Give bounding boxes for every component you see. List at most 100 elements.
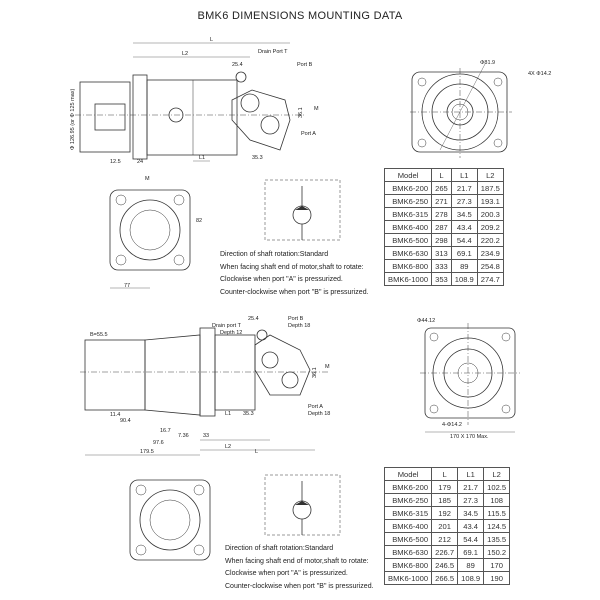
- table-cell: BMK6-315: [383, 207, 433, 221]
- label-port-a-depth: Depth 18: [308, 411, 330, 417]
- dim-diameter: Φ 126.95 (or Φ 125 max): [70, 88, 76, 150]
- table-cell: 43.4: [457, 519, 485, 533]
- table-cell: 115.5: [483, 506, 511, 520]
- dim-L1: L1: [199, 155, 205, 161]
- dim-4-14-2: 4-Φ14.2: [442, 422, 462, 428]
- table-cell: 43.4: [450, 220, 478, 234]
- table-cell: 179: [431, 480, 459, 494]
- bottom-front-view: Φ44.12 4-Φ14.2 170 X 170 Max.: [417, 318, 520, 440]
- table-cell: 226.7: [431, 545, 459, 559]
- bottom-hydraulic-symbol: [264, 474, 341, 536]
- dim-77: 77: [124, 283, 130, 289]
- table-header-cell: L1: [450, 168, 478, 182]
- rotation-notes-top: Direction of shaft rotation:Standard Whe…: [220, 249, 369, 299]
- bottom-end-view: [129, 479, 211, 561]
- table-cell: 108.9: [450, 272, 478, 286]
- table-cell: BMK6-315: [383, 506, 433, 520]
- note-line: Direction of shaft rotation:Standard: [220, 251, 329, 258]
- table-cell: 89: [457, 558, 485, 572]
- label-port-b-depth: Depth 18: [288, 323, 310, 329]
- table-header-cell: Model: [383, 168, 433, 182]
- note-line: When facing shaft end of motor,shaft to …: [220, 263, 364, 271]
- label-drain-port: Drain Port T: [258, 49, 288, 55]
- note-line: Counter-clockwise when port "B" is press…: [220, 288, 369, 296]
- top-front-view: Φ81.9 4X Φ14.2: [410, 60, 551, 158]
- table-cell: BMK6-250: [383, 493, 433, 507]
- table-cell: 108: [483, 493, 511, 507]
- table-cell: 27.3: [450, 194, 478, 208]
- label-m: M: [325, 364, 330, 370]
- note-line: Counter-clockwise when port "B" is press…: [225, 582, 374, 590]
- table-cell: 298: [431, 233, 452, 247]
- table-cell: 187.5: [476, 181, 504, 195]
- dim-90-4: 90.4: [120, 418, 131, 424]
- table-cell: 170: [483, 558, 511, 572]
- table-cell: 54.4: [450, 233, 478, 247]
- table-cell: 333: [431, 259, 452, 273]
- dim-L: L: [210, 37, 213, 43]
- table-cell: 220.2: [476, 233, 504, 247]
- bottom-side-view: B=55.5 Drain port T Depth 12 Port B Dept…: [80, 316, 330, 456]
- top-end-view: M 82 77: [109, 176, 202, 289]
- table-cell: 135.5: [483, 532, 511, 546]
- dim-24: 24: [137, 159, 143, 165]
- dim-25-4: 25.4: [232, 62, 243, 68]
- table-cell: 192: [431, 506, 459, 520]
- dim-B: B=55.5: [90, 332, 108, 338]
- dim-35-3: 35.3: [243, 411, 254, 417]
- label-drain-port: Drain port T: [212, 323, 242, 329]
- table-cell: 274.7: [476, 272, 504, 286]
- table-cell: BMK6-1000: [383, 571, 433, 585]
- dim-36-1: 36.1: [312, 367, 318, 378]
- table-cell: 21.7: [457, 480, 485, 494]
- table-cell: 190: [483, 571, 511, 585]
- table-header-cell: L2: [483, 467, 511, 481]
- table-cell: BMK6-200: [383, 480, 433, 494]
- table-cell: 54.4: [457, 532, 485, 546]
- table-cell: 234.9: [476, 246, 504, 260]
- label-drain-depth: Depth 12: [220, 330, 242, 336]
- table-header-cell: L1: [457, 467, 485, 481]
- table-cell: BMK6-1000: [383, 272, 433, 286]
- dim-81-9: Φ81.9: [480, 60, 495, 66]
- table-header-cell: L: [431, 168, 452, 182]
- dim-16-7: 16.7: [160, 428, 171, 434]
- table-cell: 193.1: [476, 194, 504, 208]
- dim-L1: L1: [225, 411, 231, 417]
- table-cell: BMK6-800: [383, 259, 433, 273]
- table-cell: 21.7: [450, 181, 478, 195]
- table-cell: 212: [431, 532, 459, 546]
- label-port-a: Port A: [308, 404, 323, 410]
- dim-holes: 4X Φ14.2: [528, 71, 551, 77]
- table-cell: 200.3: [476, 207, 504, 221]
- table-cell: 34.5: [450, 207, 478, 221]
- note-line: Clockwise when port "A" is pressurized.: [220, 276, 343, 283]
- table-cell: BMK6-400: [383, 519, 433, 533]
- table-cell: 102.5: [483, 480, 511, 494]
- dim-179-5: 179.5: [140, 449, 154, 455]
- table-cell: 254.8: [476, 259, 504, 273]
- table-cell: 124.5: [483, 519, 511, 533]
- dim-L2: L2: [182, 51, 188, 57]
- rotation-notes-bottom: Direction of shaft rotation:Standard Whe…: [225, 543, 374, 593]
- table-cell: BMK6-500: [383, 532, 433, 546]
- table-cell: 287: [431, 220, 452, 234]
- table-cell: 266.5: [431, 571, 459, 585]
- dim-12-5: 12.5: [110, 159, 121, 165]
- dim-25-4: 25.4: [248, 316, 259, 322]
- note-line: When facing shaft end of motor,shaft to …: [225, 557, 369, 565]
